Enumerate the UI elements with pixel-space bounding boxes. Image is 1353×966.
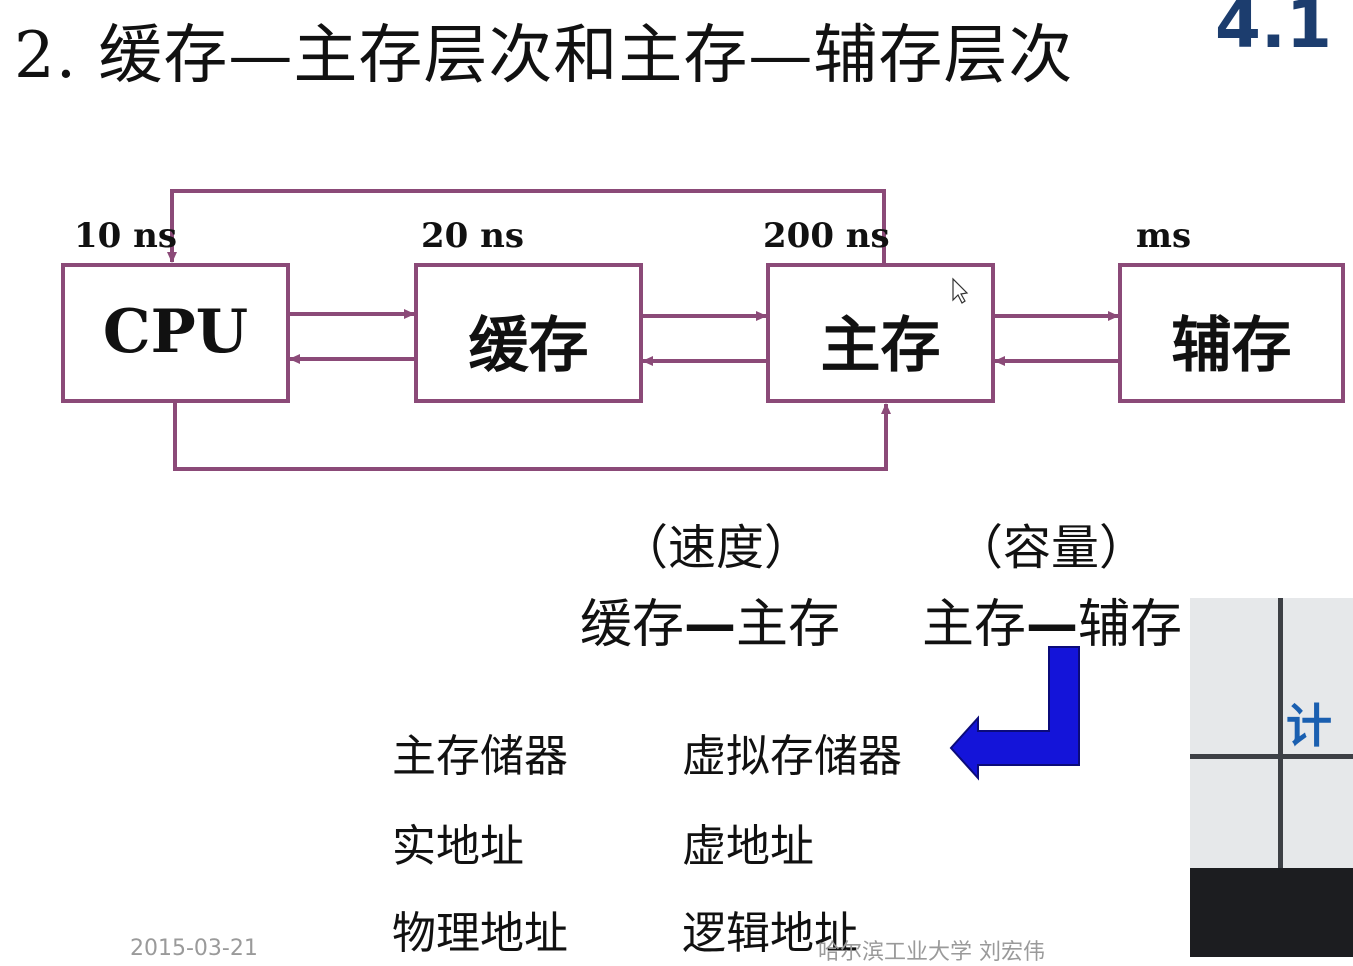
main-access-time: 200 ns — [763, 216, 890, 256]
aux-storage-label: 辅存 — [1171, 311, 1292, 381]
main-aux-hierarchy-label: 主存—辅存 — [922, 582, 1182, 657]
video-sign-text: 计 — [1286, 699, 1332, 753]
speed-paren-label: （速度） — [620, 520, 813, 576]
term-physical-address: 物理地址 — [392, 908, 568, 959]
cache-main-dash: — — [684, 595, 737, 655]
blue-bent-arrow — [949, 646, 1080, 781]
main-memory-box — [766, 263, 995, 403]
cache-main-part-b: 主存 — [736, 595, 841, 655]
capacity-paren-label: （容量） — [955, 520, 1148, 576]
aux-storage-box — [1118, 263, 1345, 403]
slide-title: 2. 缓存—主存层次和主存—辅存层次 — [14, 19, 1074, 93]
main-aux-part-a: 主存 — [922, 595, 1027, 655]
main-memory-label: 主存 — [820, 311, 941, 381]
video-frame-line — [1190, 754, 1353, 759]
cpu-label: CPU — [102, 297, 249, 367]
term-virtual-address: 虚地址 — [682, 821, 814, 872]
term-virtual-memory: 虚拟存储器 — [682, 731, 902, 782]
video-dark-area — [1190, 868, 1353, 957]
cache-main-part-a: 缓存 — [580, 595, 685, 655]
cache-label: 缓存 — [468, 311, 589, 381]
term-logical-address: 逻辑地址 — [682, 908, 858, 959]
main-aux-dash: — — [1026, 595, 1079, 655]
footer-institution: 哈尔滨工业大学 刘宏伟 — [818, 940, 1045, 965]
term-main-memory: 主存储器 — [392, 731, 568, 782]
cache-access-time: 20 ns — [421, 216, 525, 256]
main-aux-part-b: 辅存 — [1078, 595, 1183, 655]
cache-box — [414, 263, 643, 403]
cpu-access-time: 10 ns — [74, 216, 178, 256]
footer-date: 2015-03-21 — [130, 936, 258, 961]
video-frame-line — [1278, 598, 1283, 868]
cpu-to-main-loop-arrow — [173, 403, 891, 471]
presenter-video-overlay: 计 — [1190, 598, 1353, 957]
term-real-address: 实地址 — [392, 821, 524, 872]
mouse-cursor-icon — [952, 277, 969, 304]
cpu-box — [61, 263, 290, 403]
cache-main-hierarchy-label: 缓存—主存 — [580, 582, 840, 657]
main-to-cpu-loop-arrow — [167, 189, 886, 263]
aux-access-time: ms — [1136, 216, 1192, 256]
section-number: 4.1 — [1215, 0, 1332, 63]
